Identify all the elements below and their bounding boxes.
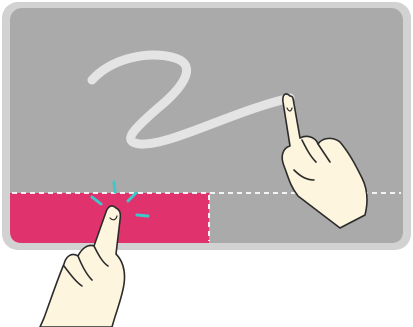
touchpad-illustration xyxy=(0,0,413,327)
